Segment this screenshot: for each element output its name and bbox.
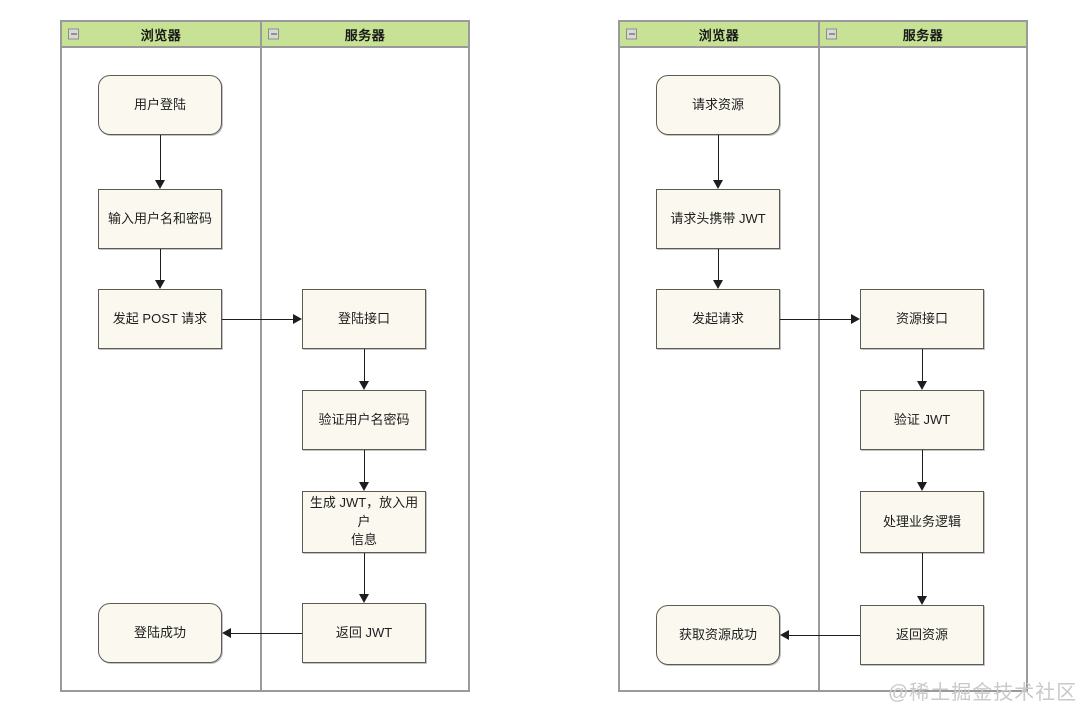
node-label: 返回资源 [895,626,948,642]
lane-divider-resource [818,48,820,692]
minus-box-icon[interactable] [68,28,79,40]
node-fetch-resource-success[interactable]: 获取资源成功 [656,605,780,665]
node-resource-api[interactable]: 资源接口 [860,289,984,349]
node-login-success[interactable]: 登陆成功 [98,603,222,663]
edge-request-to-header [718,135,719,180]
arrowhead-down [917,596,927,605]
edge-generate-to-return [364,553,365,594]
node-label: 验证 JWT [893,411,951,427]
node-label: 请求头携带 JWT [670,210,766,226]
node-label: 资源接口 [895,310,948,326]
node-return-resource[interactable]: 返回资源 [860,605,984,665]
node-send-post-request[interactable]: 发起 POST 请求 [98,289,222,349]
lane-divider-login [260,48,262,692]
node-label: 请求资源 [691,96,744,112]
edge-verify-jwt-to-process [922,450,923,482]
arrowhead-down [359,381,369,390]
node-label: 生成 JWT，放入用户 信息 [309,494,419,548]
node-verify-credentials[interactable]: 验证用户名密码 [302,390,426,450]
lane-header-browser-resource[interactable]: 浏览器 [618,20,820,48]
node-label: 发起请求 [691,310,744,326]
minus-box-icon[interactable] [826,28,837,40]
node-input-credentials[interactable]: 输入用户名和密码 [98,189,222,249]
arrowhead-left [222,628,231,638]
lane-header-label: 浏览器 [140,27,182,43]
node-return-jwt[interactable]: 返回 JWT [302,603,426,663]
arrowhead-down [713,280,723,289]
node-label: 发起 POST 请求 [112,310,208,326]
node-label: 返回 JWT [335,624,393,640]
node-login-api[interactable]: 登陆接口 [302,289,426,349]
node-label: 获取资源成功 [678,626,757,642]
edge-resource-api-to-verify-jwt [922,349,923,381]
arrowhead-left [780,630,789,640]
minus-box-icon[interactable] [626,28,637,40]
lane-header-server-login[interactable]: 服务器 [260,20,470,48]
watermark: @稀土掘金技术社区 [888,682,1078,704]
lane-header-server-resource[interactable]: 服务器 [818,20,1028,48]
node-header-carries-jwt[interactable]: 请求头携带 JWT [656,189,780,249]
node-send-request[interactable]: 发起请求 [656,289,780,349]
arrowhead-down [155,280,165,289]
node-user-login[interactable]: 用户登陆 [98,75,222,135]
edge-return-resource-to-success [789,635,860,636]
node-label: 用户登陆 [133,96,186,112]
node-generate-jwt[interactable]: 生成 JWT，放入用户 信息 [302,491,426,553]
arrowhead-down [155,180,165,189]
arrowhead-down [359,482,369,491]
lane-header-label: 服务器 [344,27,386,43]
edge-send-to-resource-api [780,319,851,320]
node-label: 登陆接口 [337,310,390,326]
node-label: 验证用户名密码 [318,411,410,427]
edge-process-to-return-resource [922,553,923,596]
arrowhead-down [713,180,723,189]
arrowhead-right [851,314,860,324]
edge-verify-to-generate [364,450,365,482]
arrowhead-down [917,482,927,491]
edge-login-api-to-verify [364,349,365,381]
arrowhead-right [293,314,302,324]
edge-header-to-send [718,249,719,280]
node-label: 输入用户名和密码 [107,210,212,226]
node-label: 处理业务逻辑 [882,513,961,529]
edge-login-to-input [160,135,161,180]
arrowhead-down [917,381,927,390]
edge-post-to-login-api [222,319,293,320]
lane-header-browser-login[interactable]: 浏览器 [60,20,262,48]
edge-return-jwt-to-success [231,633,302,634]
minus-box-icon[interactable] [268,28,279,40]
lane-header-label: 浏览器 [698,27,740,43]
node-process-business-logic[interactable]: 处理业务逻辑 [860,491,984,553]
node-label: 登陆成功 [133,624,186,640]
lane-header-label: 服务器 [902,27,944,43]
node-request-resource[interactable]: 请求资源 [656,75,780,135]
node-verify-jwt[interactable]: 验证 JWT [860,390,984,450]
edge-input-to-post [160,249,161,280]
arrowhead-down [359,594,369,603]
